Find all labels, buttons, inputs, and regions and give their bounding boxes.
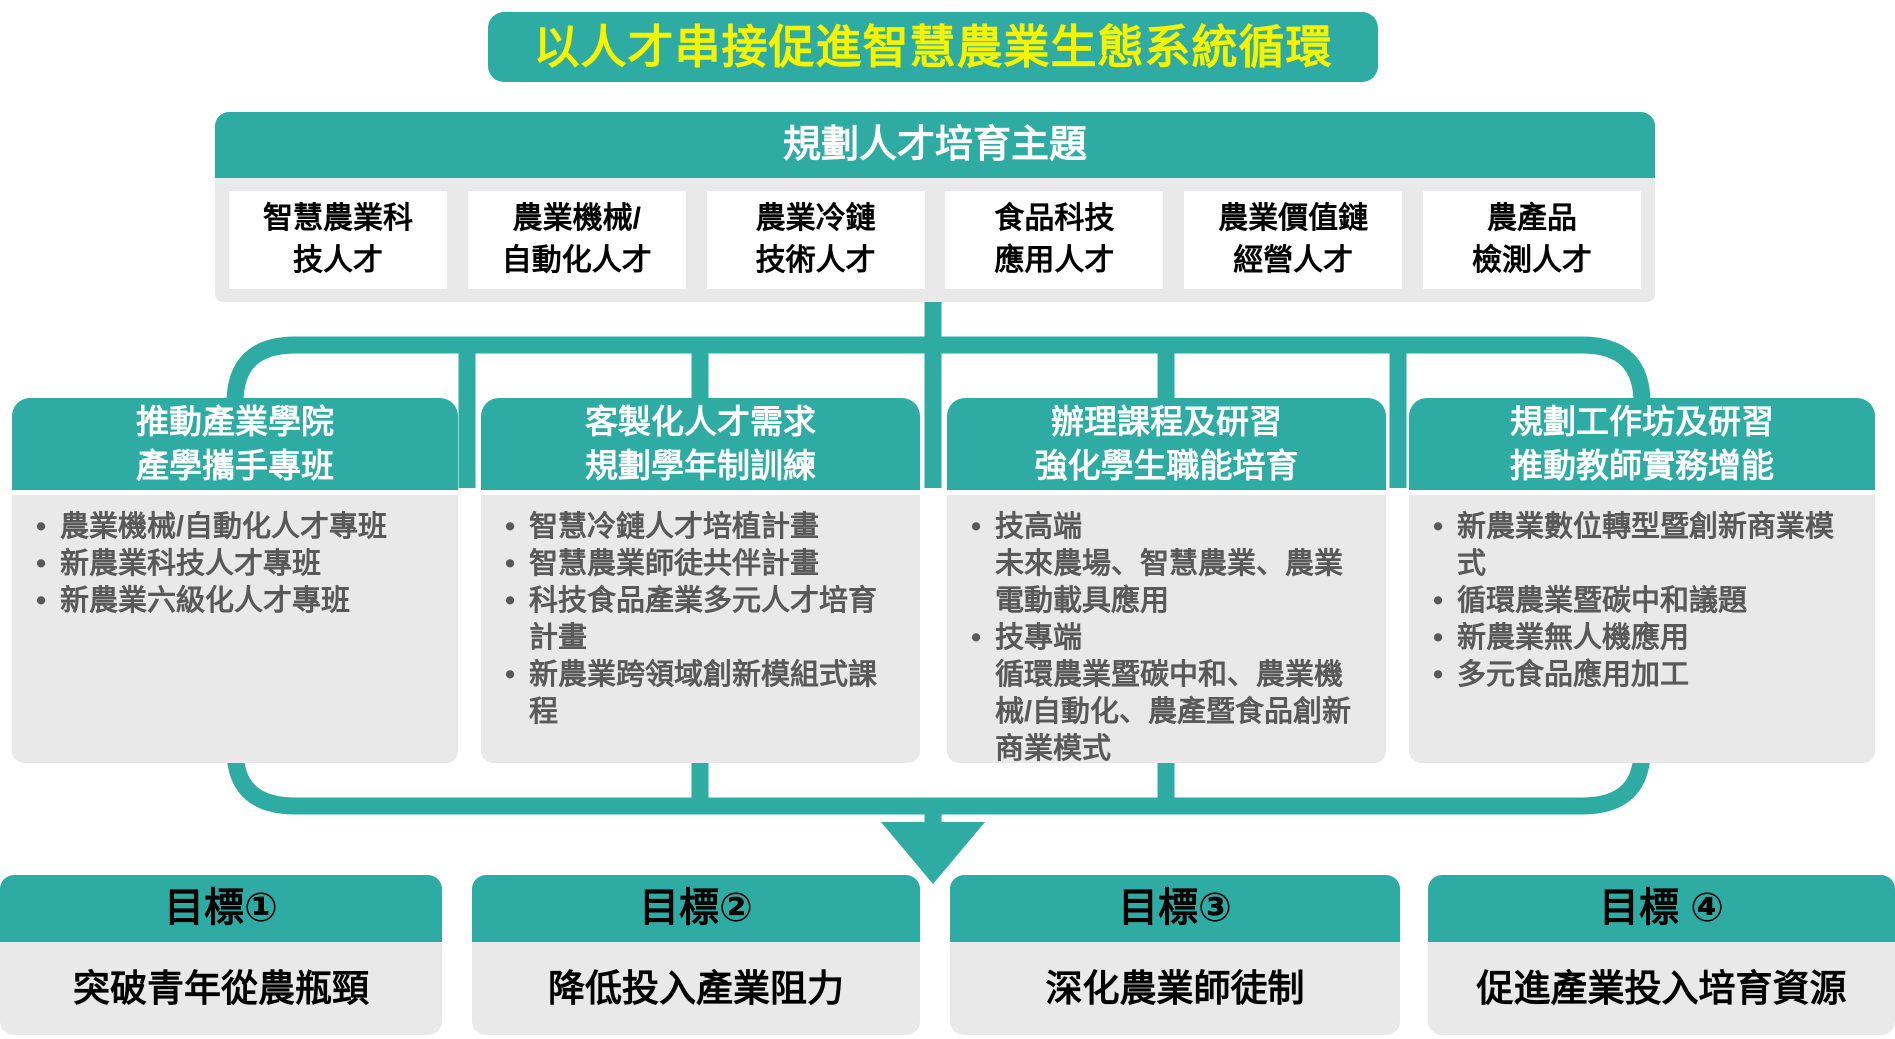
- bullet-marker: •: [505, 659, 516, 691]
- list-item: • 新農業科技人才專班: [36, 546, 442, 583]
- talent-box-6: 農產品 檢測人才: [1422, 191, 1641, 289]
- column-header-line: 規劃學年制訓練: [585, 447, 816, 484]
- talent-box-line: 農業價值鏈: [1218, 202, 1369, 235]
- list-item: • 技高端: [971, 509, 1370, 546]
- talent-band: 智慧農業科 技人才 農業機械/ 自動化人才 農業冷鏈 技術人才 食品科技 應用人…: [215, 178, 1655, 302]
- list-item-text: 循環農業暨碳中和議題: [1457, 585, 1748, 617]
- column-header: 規劃工作坊及研習 推動教師實務增能: [1409, 398, 1875, 490]
- column-body: • 智慧冷鏈人才培植計畫 • 智慧農業師徒共伴計畫 • 科技食品產業多元人才培育…: [481, 495, 920, 763]
- list-item: • 農業機械/自動化人才專班: [36, 509, 442, 546]
- list-item-text: 新農業科技人才專班: [60, 548, 322, 580]
- list-item-continuation: 循環農業暨碳中和、農業機械/自動化、農產暨食品創新商業模式: [971, 657, 1370, 768]
- goal-label: 目標③: [950, 875, 1400, 942]
- bullet-marker: •: [1433, 659, 1444, 691]
- list-item-text: 農業機械/自動化人才專班: [60, 511, 388, 543]
- list-item-text: 新農業跨領域創新模組式課程: [529, 659, 878, 728]
- goal-label: 目標①: [0, 875, 442, 942]
- goal-text: 突破青年從農瓶頸: [0, 942, 442, 1035]
- column-header-line: 強化學生職能培育: [1034, 447, 1299, 484]
- list-item: • 智慧農業師徒共伴計畫: [505, 546, 904, 583]
- bullet-marker: •: [971, 622, 982, 654]
- bottom-bracket-connector: [226, 740, 1651, 826]
- column-header-line: 推動產業學院: [136, 403, 334, 440]
- bullet-marker: •: [971, 511, 982, 543]
- column-header: 客製化人才需求 規劃學年制訓練: [481, 398, 920, 490]
- talent-box-3: 農業冷鏈 技術人才: [706, 191, 925, 289]
- bullet-marker: [971, 657, 995, 768]
- talent-box-line: 檢測人才: [1471, 244, 1592, 277]
- list-item: • 新農業無人機應用: [1433, 620, 1859, 657]
- list-item-text: 技高端: [995, 511, 1083, 543]
- talent-box-line: 智慧農業科: [263, 202, 413, 235]
- talent-box-5: 農業價值鏈 經營人才: [1184, 191, 1403, 289]
- list-item-text: 新農業數位轉型暨創新商業模式: [1457, 511, 1835, 580]
- list-item: • 智慧冷鏈人才培植計畫: [505, 509, 904, 546]
- talent-box-4: 食品科技 應用人才: [945, 191, 1164, 289]
- bullet-marker: •: [36, 585, 47, 617]
- talent-box-line: 技術人才: [755, 244, 876, 277]
- list-item: • 新農業跨領域創新模組式課程: [505, 657, 904, 731]
- talent-box-line: 食品科技: [994, 202, 1115, 235]
- talent-box-2: 農業機械/ 自動化人才: [467, 191, 686, 289]
- talent-box-line: 技人才: [293, 244, 383, 277]
- list-item-text: 新農業六級化人才專班: [60, 585, 351, 617]
- bullet-marker: •: [505, 511, 516, 543]
- bullet-marker: •: [36, 548, 47, 580]
- bullet-marker: [971, 546, 995, 620]
- column-header-line: 辦理課程及研習: [1051, 403, 1282, 440]
- bullet-marker: •: [1433, 585, 1444, 617]
- talent-box-line: 農業機械/: [512, 202, 641, 235]
- bullet-marker: •: [505, 548, 516, 580]
- list-item: • 技專端: [971, 620, 1370, 657]
- bullet-marker: •: [505, 585, 516, 617]
- list-item: • 新農業數位轉型暨創新商業模式: [1433, 509, 1859, 583]
- list-item-text: 多元食品應用加工: [1457, 659, 1690, 691]
- top-bracket-connector: [226, 296, 1651, 488]
- talent-box-line: 應用人才: [994, 244, 1115, 277]
- talent-box-line: 農產品: [1486, 202, 1577, 235]
- list-item-continuation: 未來農場、智慧農業、農業電動載具應用: [971, 546, 1370, 620]
- column-header-line: 規劃工作坊及研習: [1510, 403, 1774, 440]
- goal-2: 目標② 降低投入產業阻力: [472, 875, 920, 1035]
- list-item-text: 新農業無人機應用: [1457, 622, 1690, 654]
- goal-1: 目標① 突破青年從農瓶頸: [0, 875, 442, 1035]
- list-item: • 多元食品應用加工: [1433, 657, 1859, 694]
- goal-4: 目標 ④ 促進產業投入培育資源: [1428, 875, 1895, 1035]
- goal-label: 目標 ④: [1428, 875, 1895, 942]
- column-header-line: 客製化人才需求: [585, 403, 816, 440]
- goal-text: 促進產業投入培育資源: [1428, 942, 1895, 1035]
- talent-box-line: 經營人才: [1233, 244, 1354, 277]
- bullet-marker: •: [1433, 511, 1444, 543]
- talent-box-1: 智慧農業科 技人才: [229, 191, 447, 289]
- list-item-text: 智慧冷鏈人才培植計畫: [529, 511, 820, 543]
- list-item-text: 循環農業暨碳中和、農業機械/自動化、農產暨食品創新商業模式: [995, 659, 1352, 765]
- column-header: 推動產業學院 產學攜手專班: [12, 398, 458, 490]
- column-body: • 新農業數位轉型暨創新商業模式 • 循環農業暨碳中和議題 • 新農業無人機應用…: [1409, 495, 1875, 763]
- bullet-marker: •: [36, 511, 47, 543]
- goal-3: 目標③ 深化農業師徒制: [950, 875, 1400, 1035]
- goal-text: 降低投入產業阻力: [472, 942, 920, 1035]
- list-item-text: 未來農場、智慧農業、農業電動載具應用: [995, 548, 1344, 617]
- list-item-text: 智慧農業師徒共伴計畫: [529, 548, 820, 580]
- main-title: 以人才串接促進智慧農業生態系統循環: [488, 12, 1378, 82]
- goal-label: 目標②: [472, 875, 920, 942]
- list-item-text: 科技食品產業多元人才培育計畫: [529, 585, 878, 654]
- down-arrow-icon: [881, 822, 985, 884]
- talent-box-line: 自動化人才: [501, 244, 652, 277]
- talent-box-line: 農業冷鏈: [755, 202, 876, 235]
- bullet-marker: •: [1433, 622, 1444, 654]
- column-header-line: 推動教師實務增能: [1510, 447, 1774, 484]
- column-body: • 技高端 未來農場、智慧農業、農業電動載具應用 • 技專端 循環農業暨碳中和、…: [947, 495, 1386, 765]
- list-item: • 循環農業暨碳中和議題: [1433, 583, 1859, 620]
- list-item: • 新農業六級化人才專班: [36, 583, 442, 620]
- list-item: • 科技食品產業多元人才培育計畫: [505, 583, 904, 657]
- column-header-line: 產學攜手專班: [136, 447, 334, 484]
- list-item-text: 技專端: [995, 622, 1083, 654]
- theme-header: 規劃人才培育主題: [215, 112, 1655, 178]
- column-body: • 農業機械/自動化人才專班 • 新農業科技人才專班 • 新農業六級化人才專班: [12, 495, 458, 763]
- goal-text: 深化農業師徒制: [950, 942, 1400, 1035]
- column-header: 辦理課程及研習 強化學生職能培育: [947, 398, 1386, 490]
